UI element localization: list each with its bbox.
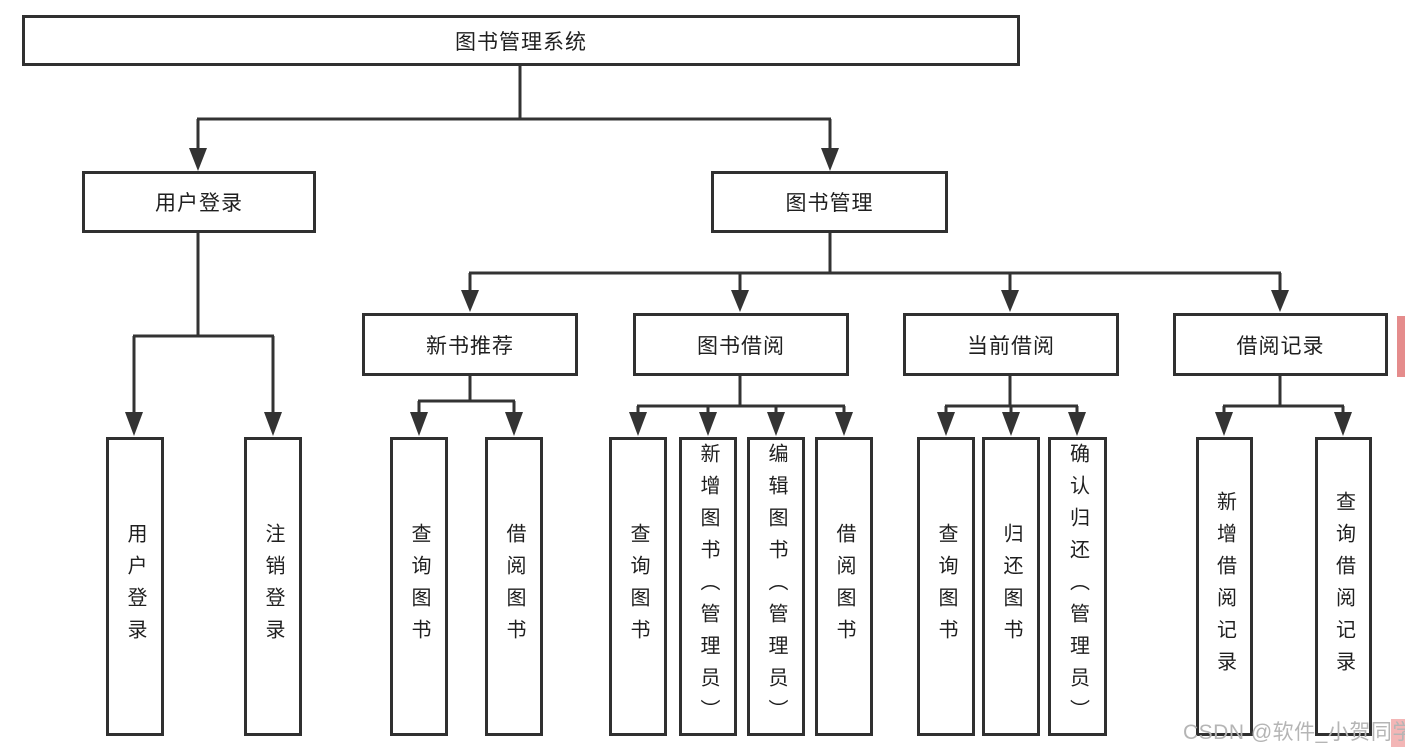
leaf-query-books-recommend: 查询图书 bbox=[390, 437, 448, 736]
leaf-label: 查询图书 bbox=[627, 522, 649, 651]
leaf-label: 注销登录 bbox=[262, 522, 284, 651]
node-label: 用户登录 bbox=[155, 192, 243, 215]
leaf-label: 借阅图书 bbox=[833, 522, 855, 651]
leaf-borrow-books-recommend: 借阅图书 bbox=[485, 437, 543, 736]
leaf-label: 编辑图书（管理员） bbox=[765, 442, 787, 731]
leaf-label: 查询图书 bbox=[935, 522, 957, 651]
leaf-label: 归还图书 bbox=[1000, 522, 1022, 651]
node-label: 借阅记录 bbox=[1236, 334, 1325, 358]
leaf-edit-books-admin: 编辑图书（管理员） bbox=[747, 437, 805, 736]
node-label: 当前借阅 bbox=[967, 334, 1055, 358]
leaf-label: 确认归还（管理员） bbox=[1066, 442, 1089, 731]
node-new-book-recommend: 新书推荐 bbox=[362, 313, 578, 376]
leaf-borrow-books: 借阅图书 bbox=[815, 437, 873, 736]
leaf-label: 新增图书（管理员） bbox=[697, 442, 719, 731]
node-library-management-system: 图书管理系统 bbox=[22, 15, 1020, 66]
leaf-label: 查询借阅记录 bbox=[1332, 490, 1355, 683]
leaf-query-books-borrow: 查询图书 bbox=[609, 437, 667, 736]
node-user-login-branch: 用户登录 bbox=[82, 171, 316, 233]
leaf-label: 新增借阅记录 bbox=[1213, 490, 1236, 683]
leaf-logout: 注销登录 bbox=[244, 437, 302, 736]
node-label: 新书推荐 bbox=[426, 334, 514, 358]
node-borrow-records: 借阅记录 bbox=[1173, 313, 1388, 376]
leaf-label: 借阅图书 bbox=[503, 522, 525, 651]
leaf-query-books-current: 查询图书 bbox=[917, 437, 975, 736]
leaf-label: 查询图书 bbox=[408, 522, 430, 651]
leaf-label: 用户登录 bbox=[124, 522, 146, 651]
leaf-confirm-return-admin: 确认归还（管理员） bbox=[1048, 437, 1107, 736]
node-label: 图书借阅 bbox=[697, 334, 785, 358]
watermark: CSDN @软件_小贺同学 bbox=[1183, 721, 1405, 744]
node-current-borrow: 当前借阅 bbox=[903, 313, 1119, 376]
leaf-query-borrow-record: 查询借阅记录 bbox=[1315, 437, 1372, 736]
node-label: 图书管理 bbox=[785, 192, 874, 215]
leaf-user-login: 用户登录 bbox=[106, 437, 164, 736]
leaf-add-books-admin: 新增图书（管理员） bbox=[679, 437, 737, 736]
node-label: 图书管理系统 bbox=[455, 30, 587, 54]
leaf-add-borrow-record: 新增借阅记录 bbox=[1196, 437, 1253, 736]
node-book-management-branch: 图书管理 bbox=[711, 171, 948, 233]
node-book-borrow: 图书借阅 bbox=[633, 313, 849, 376]
right-edge-accent bbox=[1397, 316, 1405, 377]
corner-accent bbox=[1391, 719, 1405, 747]
leaf-return-books: 归还图书 bbox=[982, 437, 1040, 736]
